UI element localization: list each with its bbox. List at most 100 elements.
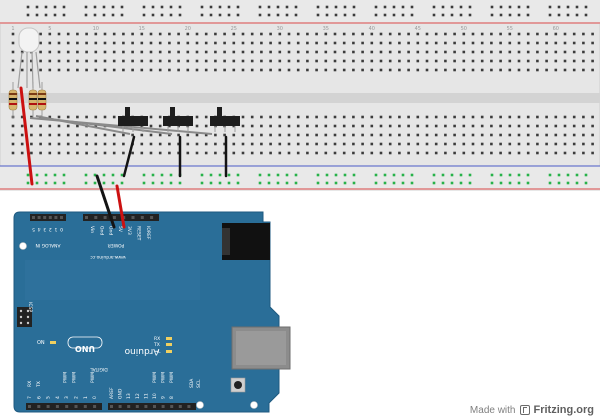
breadboard-hole [582,115,585,119]
breadboard-hole [149,68,153,72]
tx-label: TX [153,342,160,348]
breadboard-hole [324,124,328,128]
breadboard-hole [490,142,493,146]
breadboard-hole [361,115,364,119]
breadboard-hole [149,50,153,54]
breadboard-hole [582,68,585,72]
credit-brand: Fritzing.org [533,404,595,416]
breadboard-hole [294,5,298,9]
breadboard-hole [260,124,263,128]
resistors [8,82,47,118]
breadboard-hole [434,142,438,146]
breadboard-hole [471,124,475,128]
bottom-power-rail-area [0,166,600,190]
breadboard-hole [269,68,272,72]
breadboard-hole [468,13,472,17]
breadboard-hole [388,124,392,128]
breadboard-hole [392,181,396,185]
breadboard-hole [545,151,548,155]
breadboard-hole [453,133,456,137]
breadboard-hole [526,173,530,177]
breadboard-hole [398,133,401,137]
on-label: ON [37,340,45,346]
breadboard-hole [499,13,503,17]
breadboard-hole [177,151,180,155]
breadboard-hole [548,13,552,17]
breadboard-hole [508,115,512,119]
breadboard-hole [499,59,502,63]
breadboard-hole [149,32,153,36]
breadboard-hole [425,142,429,146]
pin-label: IOREF [145,226,151,240]
breadboard-hole [315,50,318,54]
breadboard-hole [591,133,594,137]
breadboard-hole [30,124,33,128]
usb-connector-inner [236,331,286,365]
breadboard-hole [267,5,271,9]
header-pin [110,405,113,408]
breadboard-hole [526,133,530,137]
pin-label: 3 [43,226,46,232]
breadboard-hole [103,151,107,155]
breadboard-hole [425,50,429,54]
breadboard-hole [30,68,33,72]
breadboard-hole [315,151,318,155]
breadboard-hole [269,151,272,155]
breadboard-hole [462,124,466,128]
breadboard-hole [218,13,222,17]
pin-label: PWM [161,372,167,383]
breadboard-hole [260,151,263,155]
breadboard-hole [480,133,484,137]
breadboard-hole [582,59,585,63]
digital-header-low [26,403,102,410]
breadboard-hole [278,151,282,155]
breadboard-hole [85,50,88,54]
breadboard-hole [278,32,282,36]
analog-header [30,214,66,221]
breadboard-hole [545,32,548,36]
breadboard-hole [11,59,15,63]
breadboard-hole [379,124,383,128]
breadboard-hole [287,50,291,54]
pin-label: RESET [136,226,142,241]
breadboard-hole [57,124,61,128]
breadboard-hole [315,115,318,119]
breadboard-hole [102,5,106,9]
breadboard-hole [453,151,456,155]
breadboard-hole [30,142,33,146]
breadboard-hole [93,173,97,177]
breadboard-hole [44,181,48,185]
breadboard-hole [48,124,52,128]
breadboard-hole [401,181,405,185]
breadboard-hole [276,13,280,17]
breadboard-hole [536,115,539,119]
breadboard-hole [85,68,88,72]
breadboard-hole [517,115,521,119]
breadboard-hole [584,13,588,17]
breadboard-hole [462,133,466,137]
breadboard-hole [177,142,180,146]
pin-label: PWM [169,372,175,383]
breadboard-hole [315,142,318,146]
breadboard-hole [168,142,171,146]
breadboard-hole [582,32,585,36]
breadboard-hole [517,59,521,63]
breadboard-hole [582,124,585,128]
breadboard-hole [548,181,552,185]
breadboard-hole [315,133,318,137]
breadboard-hole [48,151,52,155]
breadboard-hole [450,5,454,9]
breadboard-hole [582,151,585,155]
breadboard-hole [563,124,567,128]
breadboard-hole [334,173,338,177]
breadboard-hole [223,50,226,54]
breadboard-hole [370,32,374,36]
pin-label: 3V3 [126,226,132,235]
breadboard-hole [557,13,561,17]
breadboard-hole [35,181,39,185]
breadboard-hole [401,173,405,177]
breadboard-hole [214,133,217,137]
breadboard-hole [158,50,162,54]
breadboard-hole [517,41,521,45]
